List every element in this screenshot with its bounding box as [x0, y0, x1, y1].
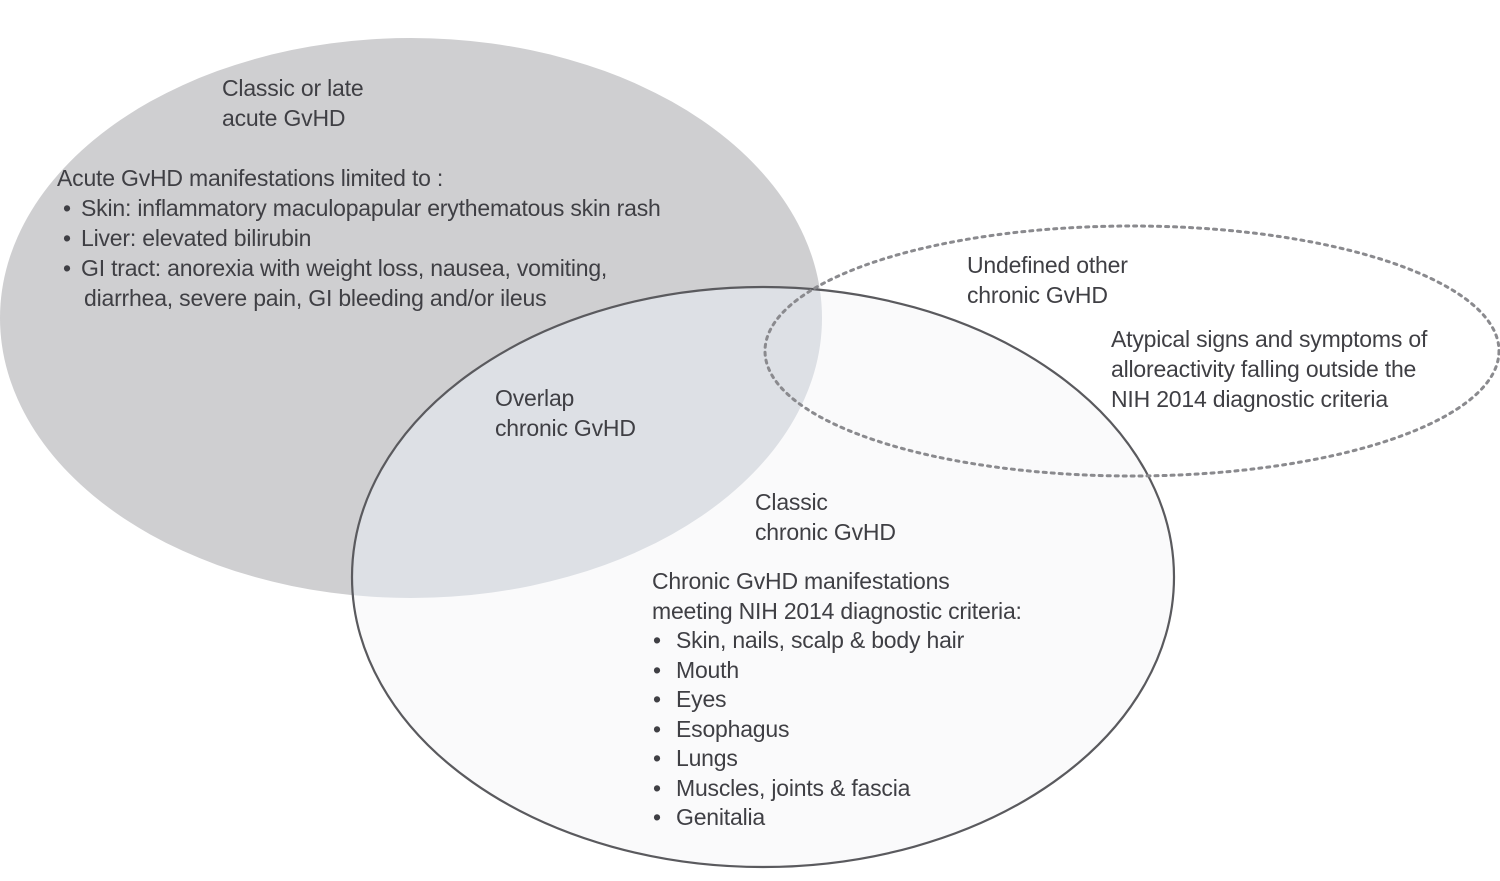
undefined-description: Atypical signs and symptoms of alloreact… [1111, 324, 1427, 414]
chronic-item: Genitalia [652, 803, 1022, 833]
chronic-manifestations: Chronic GvHD manifestations meeting NIH … [652, 567, 1022, 833]
undefined-chronic-gvhd-title: Undefined other chronic GvHD [967, 250, 1128, 310]
undefined-title-line: chronic GvHD [967, 282, 1108, 308]
chronic-item: Mouth [652, 656, 1022, 686]
chronic-item: Skin, nails, scalp & body hair [652, 626, 1022, 656]
acute-title-line: Classic or late [222, 75, 364, 101]
acute-item-continuation: diarrhea, severe pain, GI bleeding and/o… [84, 285, 547, 311]
undefined-description-line: Atypical signs and symptoms of [1111, 326, 1428, 352]
chronic-item: Esophagus [652, 715, 1022, 745]
acute-item: Skin: inflammatory maculopapular erythem… [57, 193, 661, 223]
acute-manifestations: Acute GvHD manifestations limited to : S… [57, 163, 661, 313]
chronic-heading-line: meeting NIH 2014 diagnostic criteria: [652, 597, 1022, 624]
undefined-chronic-gvhd-dashed-ellipse [763, 224, 1500, 478]
chronic-heading-line: Chronic GvHD manifestations [652, 568, 950, 594]
acute-title-line: acute GvHD [222, 105, 346, 131]
chronic-item: Muscles, joints & fascia [652, 774, 1022, 804]
chronic-gvhd-ellipse-outline [350, 285, 1176, 869]
undefined-description-line: NIH 2014 diagnostic criteria [1111, 386, 1388, 412]
chronic-title-line: Classic [755, 489, 828, 515]
acute-heading: Acute GvHD manifestations limited to : [57, 165, 444, 191]
acute-gvhd-title: Classic or late acute GvHD [222, 73, 364, 133]
acute-item: GI tract: anorexia with weight loss, nau… [57, 253, 661, 283]
overlap-chronic-gvhd-title: Overlap chronic GvHD [495, 383, 636, 443]
chronic-item: Eyes [652, 685, 1022, 715]
acute-item: Liver: elevated bilirubin [57, 223, 661, 253]
classic-chronic-gvhd-title: Classic chronic GvHD [755, 487, 896, 547]
undefined-title-line: Undefined other [967, 252, 1128, 278]
chronic-title-line: chronic GvHD [755, 519, 896, 545]
overlap-title-line: chronic GvHD [495, 415, 636, 441]
chronic-item: Lungs [652, 744, 1022, 774]
undefined-description-line: alloreactivity falling outside the [1111, 356, 1417, 382]
overlap-title-line: Overlap [495, 385, 575, 411]
